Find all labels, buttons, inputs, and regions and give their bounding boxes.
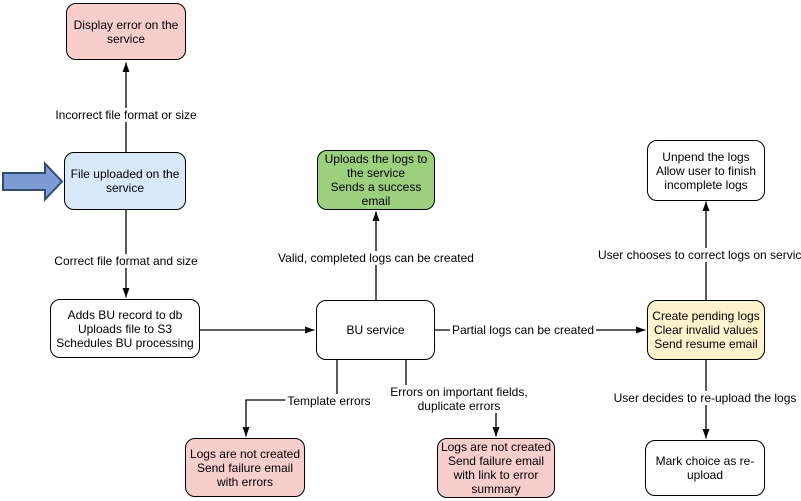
node-logs-not-created-summary-label: Logs are not created Send failure email … (440, 440, 552, 496)
node-logs-not-created-errors-label: Logs are not created Send failure email … (189, 446, 301, 489)
node-adds-bu-record-label: Adds BU record to db Uploads file to S3 … (56, 307, 194, 350)
node-logs-not-created-errors: Logs are not created Send failure email … (185, 438, 305, 497)
node-mark-reupload: Mark choice as re- upload (645, 440, 765, 496)
node-unpend-logs-label: Unpend the logs Allow user to finish inc… (655, 149, 757, 192)
input-pointer-arrow-icon (2, 160, 64, 203)
node-bu-service: BU service (316, 300, 435, 360)
edge-label-user-decides: User decides to re-upload the logs (611, 391, 799, 405)
node-create-pending-logs-label: Create pending logs Clear invalid values… (652, 309, 760, 351)
node-bu-service-label: BU service (346, 323, 405, 337)
node-uploads-logs-success-label: Uploads the logs to the service Sends a … (324, 152, 428, 208)
node-mark-reupload-label: Mark choice as re- upload (655, 454, 755, 482)
node-uploads-logs-success: Uploads the logs to the service Sends a … (317, 150, 435, 210)
edge-label-incorrect-format: Incorrect file format or size (53, 108, 199, 122)
node-display-error: Display error on the service (66, 3, 186, 60)
node-logs-not-created-summary: Logs are not created Send failure email … (437, 438, 555, 498)
node-adds-bu-record: Adds BU record to db Uploads file to S3 … (50, 299, 200, 358)
edge-label-template-errors: Template errors (285, 394, 373, 408)
node-file-uploaded-label: File uploaded on the service (70, 167, 180, 195)
edge-label-user-chooses: User chooses to correct logs on service (595, 248, 801, 262)
node-unpend-logs: Unpend the logs Allow user to finish inc… (647, 140, 765, 201)
node-display-error-label: Display error on the service (73, 17, 179, 46)
edge-label-field-errors: Errors on important fields, duplicate er… (388, 385, 530, 413)
edge-label-correct-format: Correct file format and size (52, 254, 200, 268)
node-create-pending-logs: Create pending logs Clear invalid values… (647, 300, 765, 360)
edge-label-partial-logs: Partial logs can be created (449, 323, 597, 337)
edge-label-valid-logs: Valid, completed logs can be created (276, 251, 476, 265)
node-file-uploaded: File uploaded on the service (64, 152, 186, 210)
